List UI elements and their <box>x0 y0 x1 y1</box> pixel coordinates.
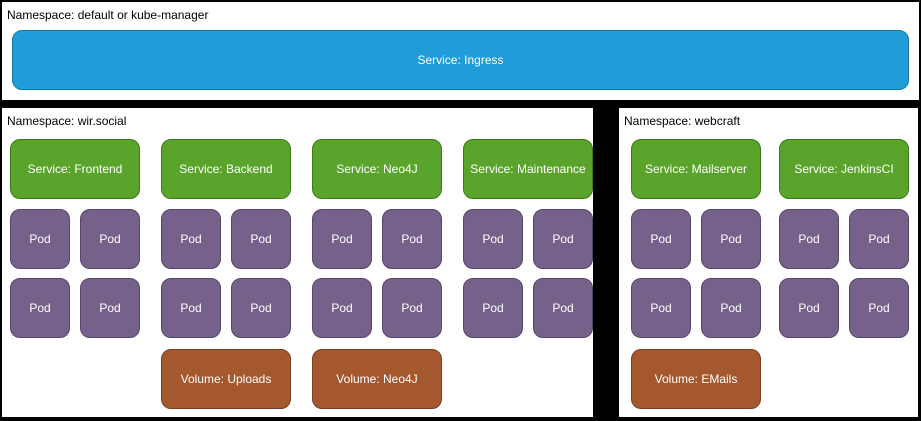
pod-grid: Pod Pod Pod Pod <box>10 209 140 338</box>
pod-node: Pod <box>533 209 593 269</box>
service-group-frontend: Service: Frontend Pod Pod Pod Pod <box>10 139 140 409</box>
volume-node: Volume: Uploads <box>161 349 291 409</box>
pod-node: Pod <box>849 209 909 269</box>
pod-node: Pod <box>779 209 839 269</box>
pod-node: Pod <box>80 278 140 338</box>
pod-grid: Pod Pod Pod Pod <box>161 209 291 338</box>
pod-node: Pod <box>231 209 291 269</box>
pod-node: Pod <box>631 278 691 338</box>
volume-node: Volume: EMails <box>631 349 761 409</box>
pod-node: Pod <box>463 278 523 338</box>
pod-node: Pod <box>10 278 70 338</box>
pod-node: Pod <box>701 209 761 269</box>
pod-node: Pod <box>80 209 140 269</box>
service-group-neo4j: Service: Neo4J Pod Pod Pod Pod Volume: N… <box>312 139 442 409</box>
pod-node: Pod <box>161 278 221 338</box>
pod-grid: Pod Pod Pod Pod <box>463 209 593 338</box>
service-node: Service: JenkinsCI <box>779 139 909 199</box>
pod-node: Pod <box>463 209 523 269</box>
service-node: Service: Maintenance <box>463 139 593 199</box>
service-node: Service: Backend <box>161 139 291 199</box>
pod-grid: Pod Pod Pod Pod <box>312 209 442 338</box>
namespace-panel-default: Namespace: default or kube-manager Servi… <box>2 2 919 100</box>
pod-node: Pod <box>312 209 372 269</box>
service-group-backend: Service: Backend Pod Pod Pod Pod Volume:… <box>161 139 291 409</box>
namespace-label: Namespace: webcraft <box>624 114 741 128</box>
pod-node: Pod <box>701 278 761 338</box>
pod-node: Pod <box>382 278 442 338</box>
pod-node: Pod <box>533 278 593 338</box>
pod-node: Pod <box>161 209 221 269</box>
pod-node: Pod <box>312 278 372 338</box>
ingress-service-node: Service: Ingress <box>12 30 909 90</box>
pod-node: Pod <box>631 209 691 269</box>
pod-node: Pod <box>231 278 291 338</box>
namespace-panel-wir-social: Namespace: wir.social Service: Frontend … <box>2 108 593 417</box>
pod-node: Pod <box>849 278 909 338</box>
namespace-label: Namespace: wir.social <box>7 114 127 128</box>
namespace-label: Namespace: default or kube-manager <box>7 8 209 22</box>
service-group-jenkinsci: Service: JenkinsCI Pod Pod Pod Pod <box>779 139 909 409</box>
pod-grid: Pod Pod Pod Pod <box>779 209 909 338</box>
pod-node: Pod <box>779 278 839 338</box>
namespace-panel-webcraft: Namespace: webcraft Service: Mailserver … <box>619 108 918 417</box>
service-node: Service: Mailserver <box>631 139 761 199</box>
service-groups: Service: Frontend Pod Pod Pod Pod Servic… <box>10 139 593 409</box>
service-group-mailserver: Service: Mailserver Pod Pod Pod Pod Volu… <box>631 139 761 409</box>
service-groups: Service: Mailserver Pod Pod Pod Pod Volu… <box>631 139 909 409</box>
service-node: Service: Frontend <box>10 139 140 199</box>
pod-grid: Pod Pod Pod Pod <box>631 209 761 338</box>
pod-node: Pod <box>382 209 442 269</box>
service-node: Service: Neo4J <box>312 139 442 199</box>
service-group-maintenance: Service: Maintenance Pod Pod Pod Pod <box>463 139 593 409</box>
volume-node: Volume: Neo4J <box>312 349 442 409</box>
pod-node: Pod <box>10 209 70 269</box>
